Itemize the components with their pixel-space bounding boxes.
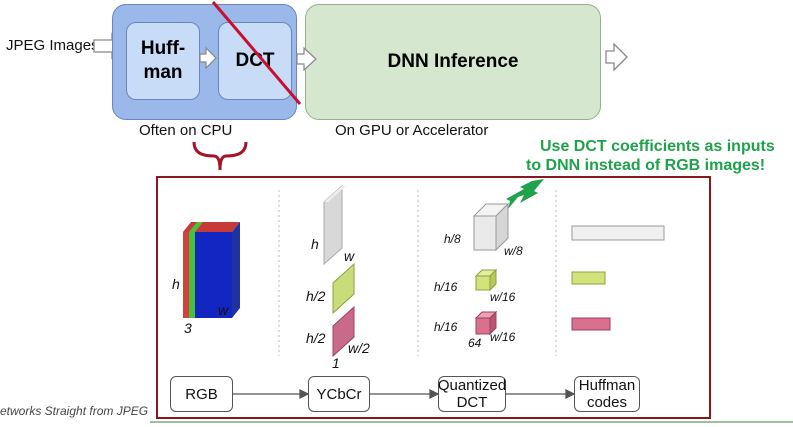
stage-huffman-codes: Huffman codes xyxy=(574,376,640,412)
footer-rule xyxy=(150,421,793,423)
rgb-tensor xyxy=(183,222,240,318)
cb-channel-plane xyxy=(332,262,355,315)
callout-line-2: to DNN instead of RGB images! xyxy=(526,157,766,174)
arrow-out-of-dnn xyxy=(605,42,628,72)
cb-h-label: h/2 xyxy=(306,288,326,304)
cr-depth-label: 1 xyxy=(332,355,340,371)
stage-rgb: RGB xyxy=(170,376,233,412)
y-w-label: w xyxy=(344,248,355,264)
dct-y-cube xyxy=(472,202,510,252)
dct-strike-line xyxy=(211,1,302,105)
huffman-decode-box: Huff- man xyxy=(126,22,200,100)
cr-w-label: w/2 xyxy=(348,340,370,356)
arrow-cpu-to-dnn xyxy=(296,46,317,72)
dct-y-w-label: w/8 xyxy=(504,244,523,258)
dct-cr-h-label: h/16 xyxy=(434,320,458,334)
rgb-c-label: 3 xyxy=(184,320,192,336)
cpu-caption: Often on CPU xyxy=(139,122,233,139)
huffman-cr-bar xyxy=(571,317,611,331)
dnn-inference-box: DNN Inference xyxy=(305,4,601,120)
dct-input-detail-frame xyxy=(156,176,711,419)
cr-channel-plane xyxy=(332,305,355,358)
huffman-cb-bar xyxy=(571,271,606,285)
stage-ycbcr: YCbCr xyxy=(308,376,370,412)
callout-arrow xyxy=(506,179,544,209)
gpu-caption: On GPU or Accelerator xyxy=(335,122,489,139)
dct-y-h-label: h/8 xyxy=(444,232,461,246)
rgb-h-label: h xyxy=(172,276,180,292)
arrow-huffman-to-dct xyxy=(199,46,217,70)
dct-cb-cube xyxy=(474,268,498,292)
stage-quantized-dct: Quantized DCT xyxy=(437,376,507,412)
footer-citation: etworks Straight from JPEG xyxy=(0,404,149,418)
y-channel-plane xyxy=(323,184,346,266)
curly-brace xyxy=(192,141,248,171)
cr-h-label: h/2 xyxy=(306,330,326,346)
top-overlay xyxy=(199,1,628,105)
huffman-y-bar xyxy=(571,225,665,241)
jpeg-images-label: JPEG Images xyxy=(6,37,99,54)
y-h-label: h xyxy=(311,236,319,252)
dct-cr-cube xyxy=(474,310,498,336)
dct-cb-h-label: h/16 xyxy=(434,280,458,294)
dct-box: DCT xyxy=(218,22,292,100)
callout-line-1: Use DCT coefficients as inputs xyxy=(540,138,775,155)
dct-cr-w-label: w/16 xyxy=(490,330,516,344)
dct-cr-depth-label: 64 xyxy=(468,336,482,350)
dct-cb-w-label: w/16 xyxy=(490,290,516,304)
rgb-w-label: w xyxy=(218,302,229,318)
